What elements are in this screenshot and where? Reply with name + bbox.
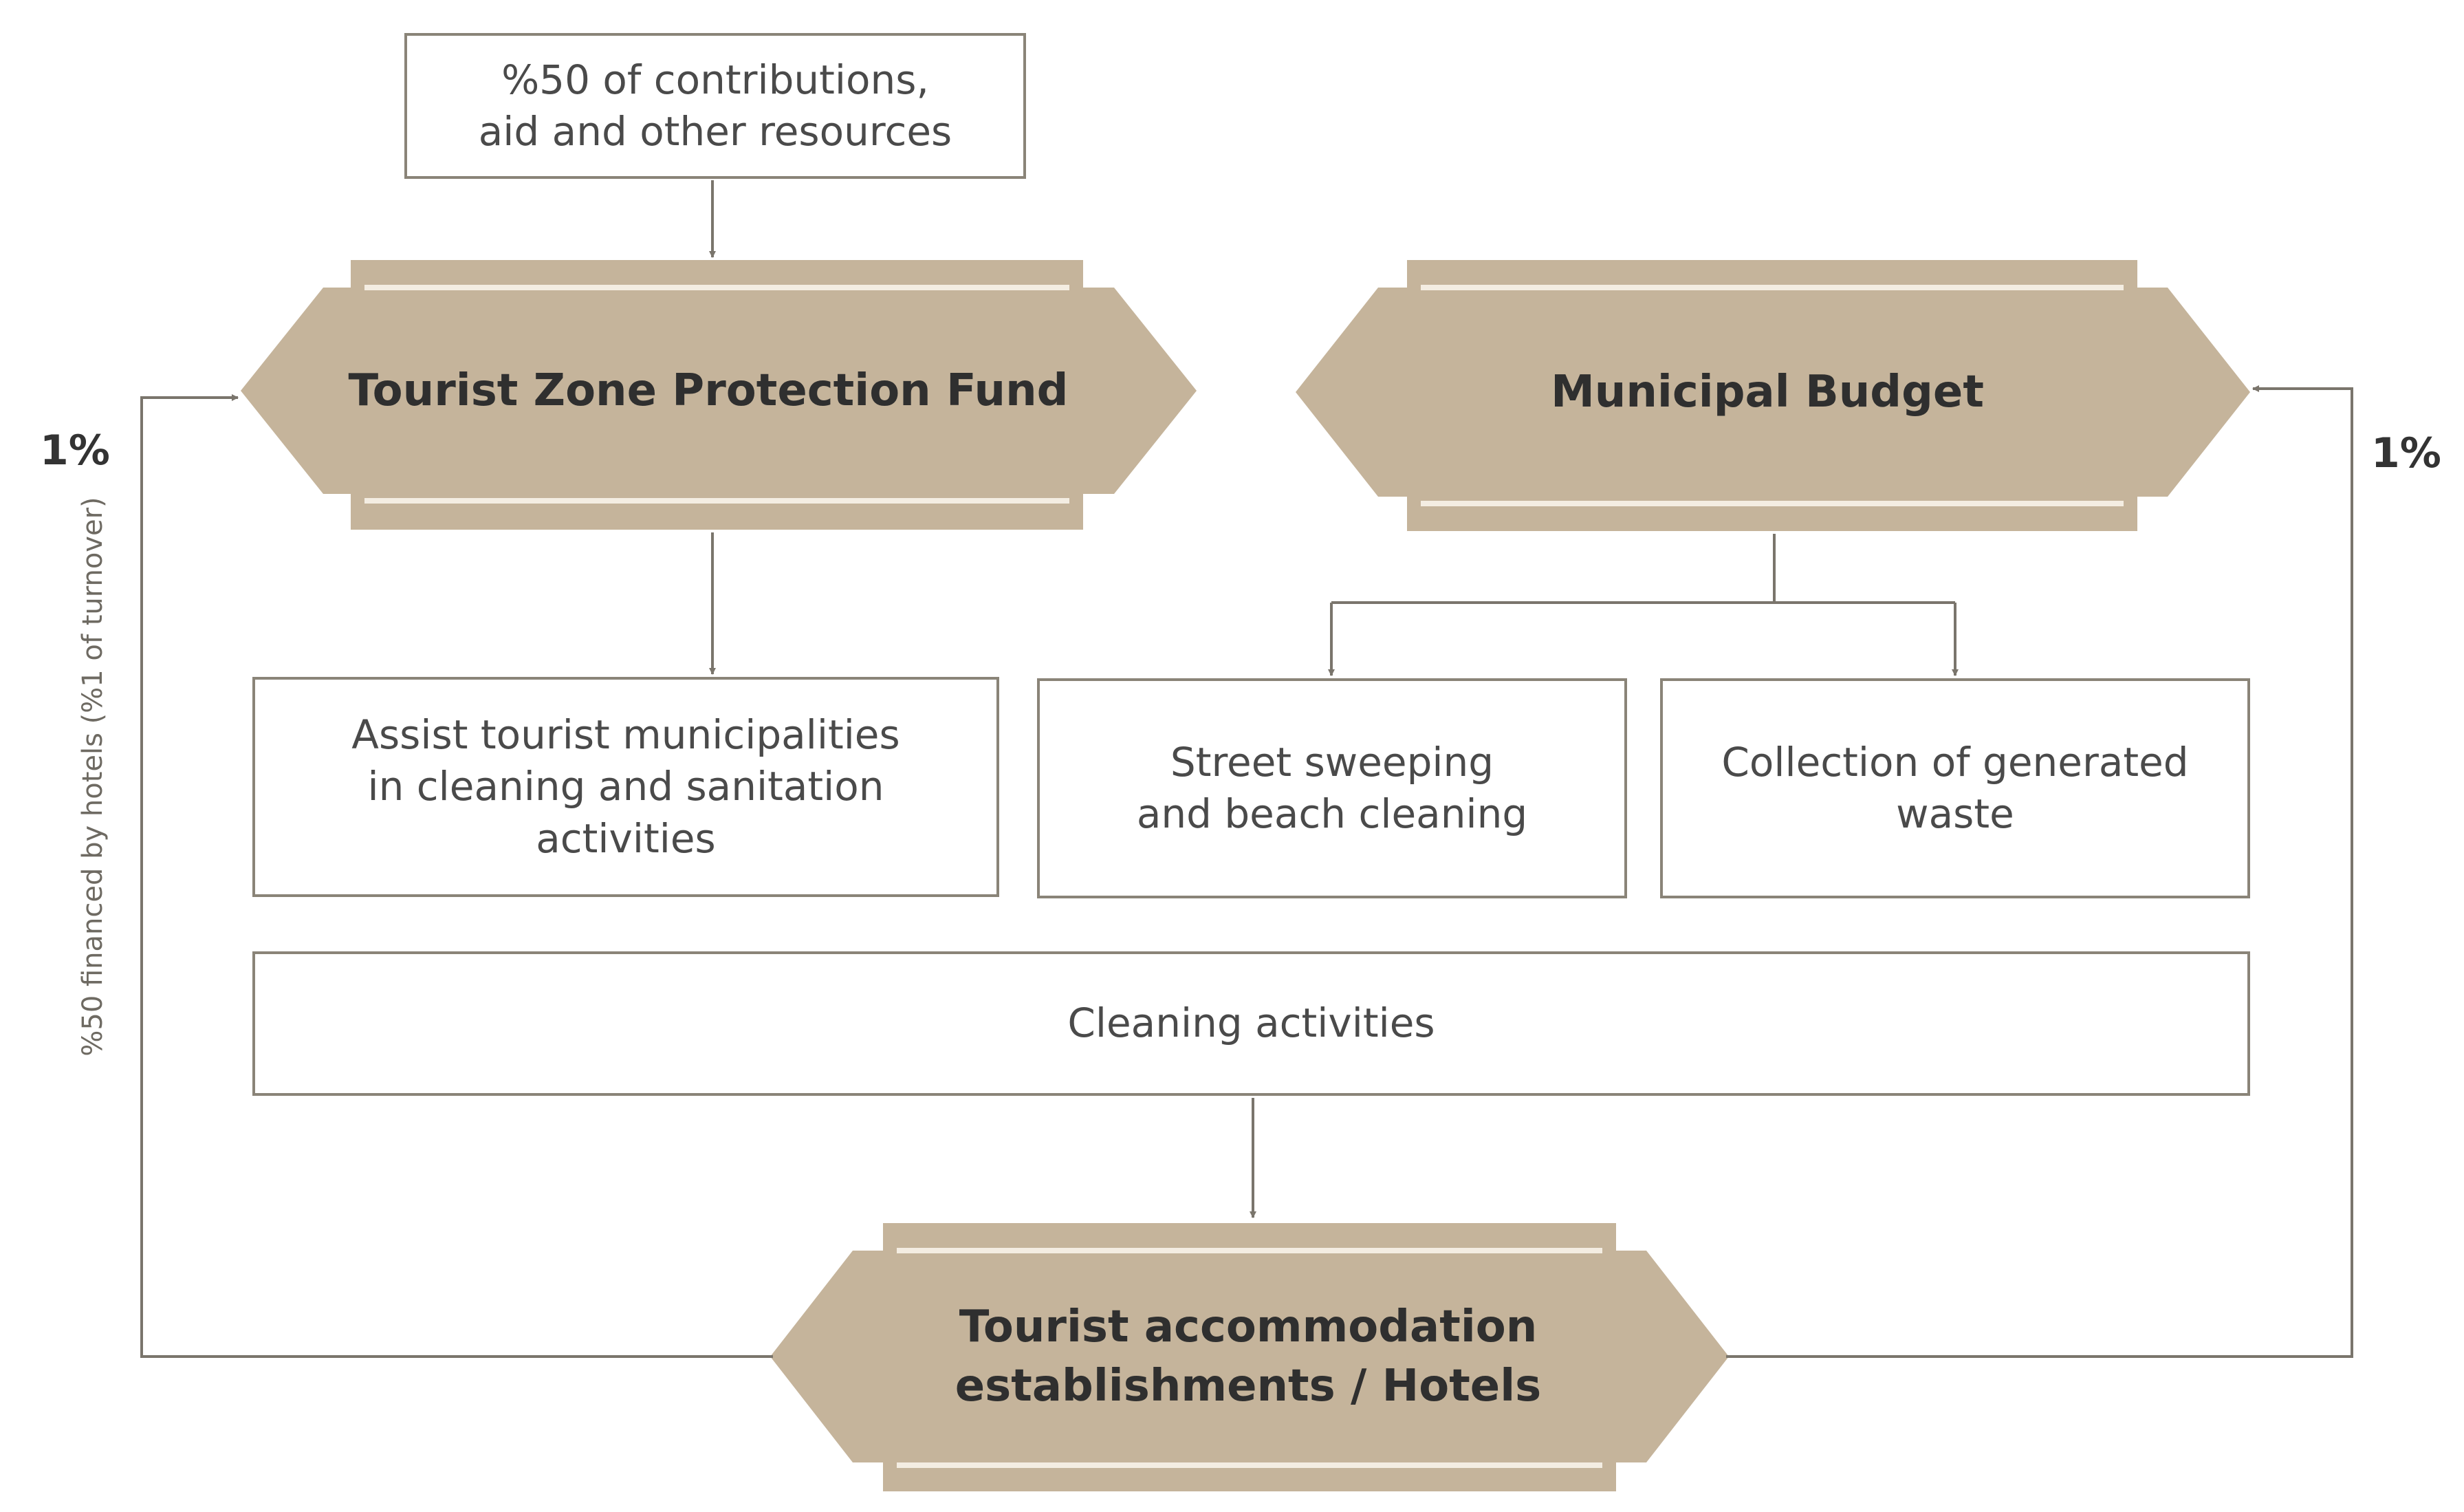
hotels-label: Tourist accommodation establishments / H… [955,1301,1542,1412]
cleaning-activities-text: Cleaning activities [1067,1000,1435,1047]
fund-hexagon [241,260,1197,530]
budget-hexagon [1296,260,2250,531]
assist-municipalities-box: Assist tourist municipalities in cleanin… [252,677,999,897]
right-percent-label: 1% [2371,429,2441,477]
feedback-left-loop [140,394,773,1358]
feedback-right-loop [1726,385,2353,1358]
cleaning-activities-box: Cleaning activities [252,951,2250,1096]
left-percent-label: 1% [40,426,110,475]
hotels-hexagon [770,1223,1729,1491]
budget-label: Municipal Budget [1551,366,1984,418]
street-sweeping-text: Street sweeping and beach cleaning [1136,738,1528,837]
street-sweeping-box: Street sweeping and beach cleaning [1037,678,1627,898]
assist-municipalities-text: Assist tourist municipalities in cleanin… [351,711,900,862]
waste-collection-text: Collection of generated waste [1721,738,2189,837]
waste-collection-box: Collection of generated waste [1660,678,2250,898]
fund-label: Tourist Zone Protection Fund [348,365,1069,416]
contributions-text: %50 of contributions, aid and other reso… [478,56,952,155]
left-vertical-label-text: %50 financed by hotels (%1 of turnover) [77,497,109,1057]
contributions-box: %50 of contributions, aid and other reso… [404,33,1026,179]
